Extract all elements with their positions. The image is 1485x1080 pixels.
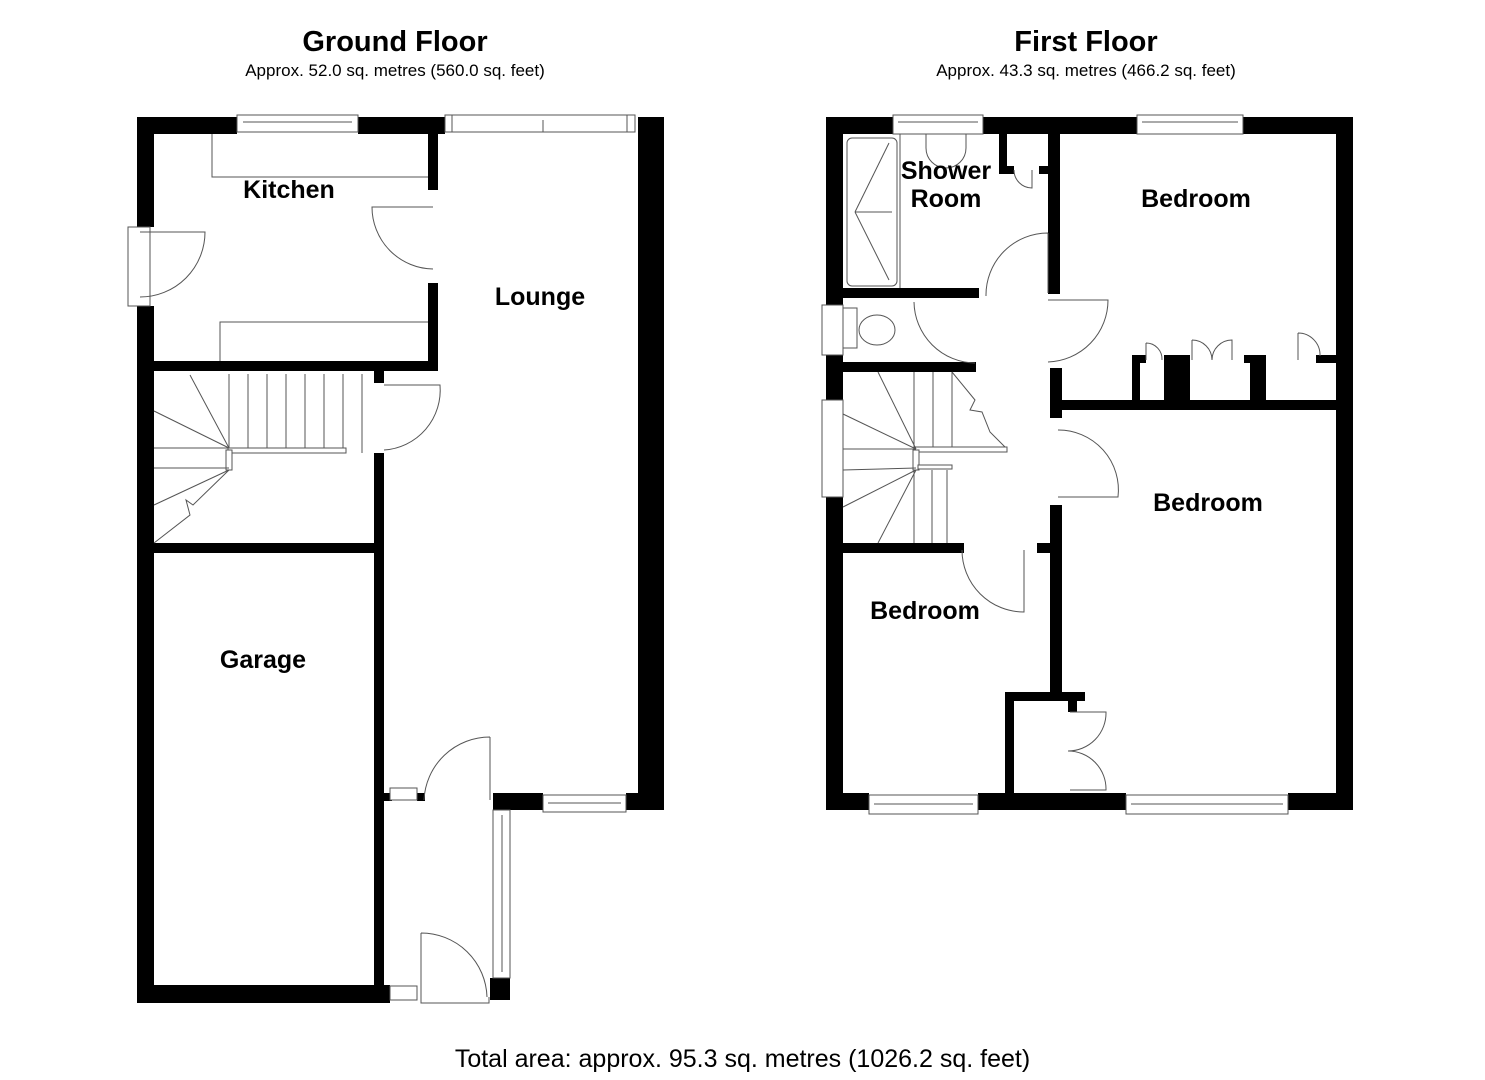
ground-floor-plan	[127, 114, 664, 1004]
first-floor-title: First Floor	[1014, 26, 1158, 58]
room-label-shower-room-line2: Room	[910, 185, 982, 213]
room-label-garage: Garage	[219, 646, 307, 674]
room-label-bedroom-1: Bedroom	[1141, 185, 1251, 213]
first-floor-area: Approx. 43.3 sq. metres (466.2 sq. feet)	[936, 61, 1236, 80]
ground-floor-title: Ground Floor	[302, 26, 488, 58]
first-floor-plan	[821, 114, 1353, 815]
room-label-shower-room-line1: Shower	[900, 157, 992, 185]
total-area: Total area: approx. 95.3 sq. metres (102…	[454, 1045, 1031, 1073]
room-label-lounge: Lounge	[494, 283, 586, 311]
room-label-bedroom-3: Bedroom	[870, 597, 980, 625]
room-label-kitchen: Kitchen	[243, 176, 335, 204]
room-label-bedroom-2: Bedroom	[1153, 489, 1263, 517]
ground-floor-area: Approx. 52.0 sq. metres (560.0 sq. feet)	[245, 61, 545, 80]
